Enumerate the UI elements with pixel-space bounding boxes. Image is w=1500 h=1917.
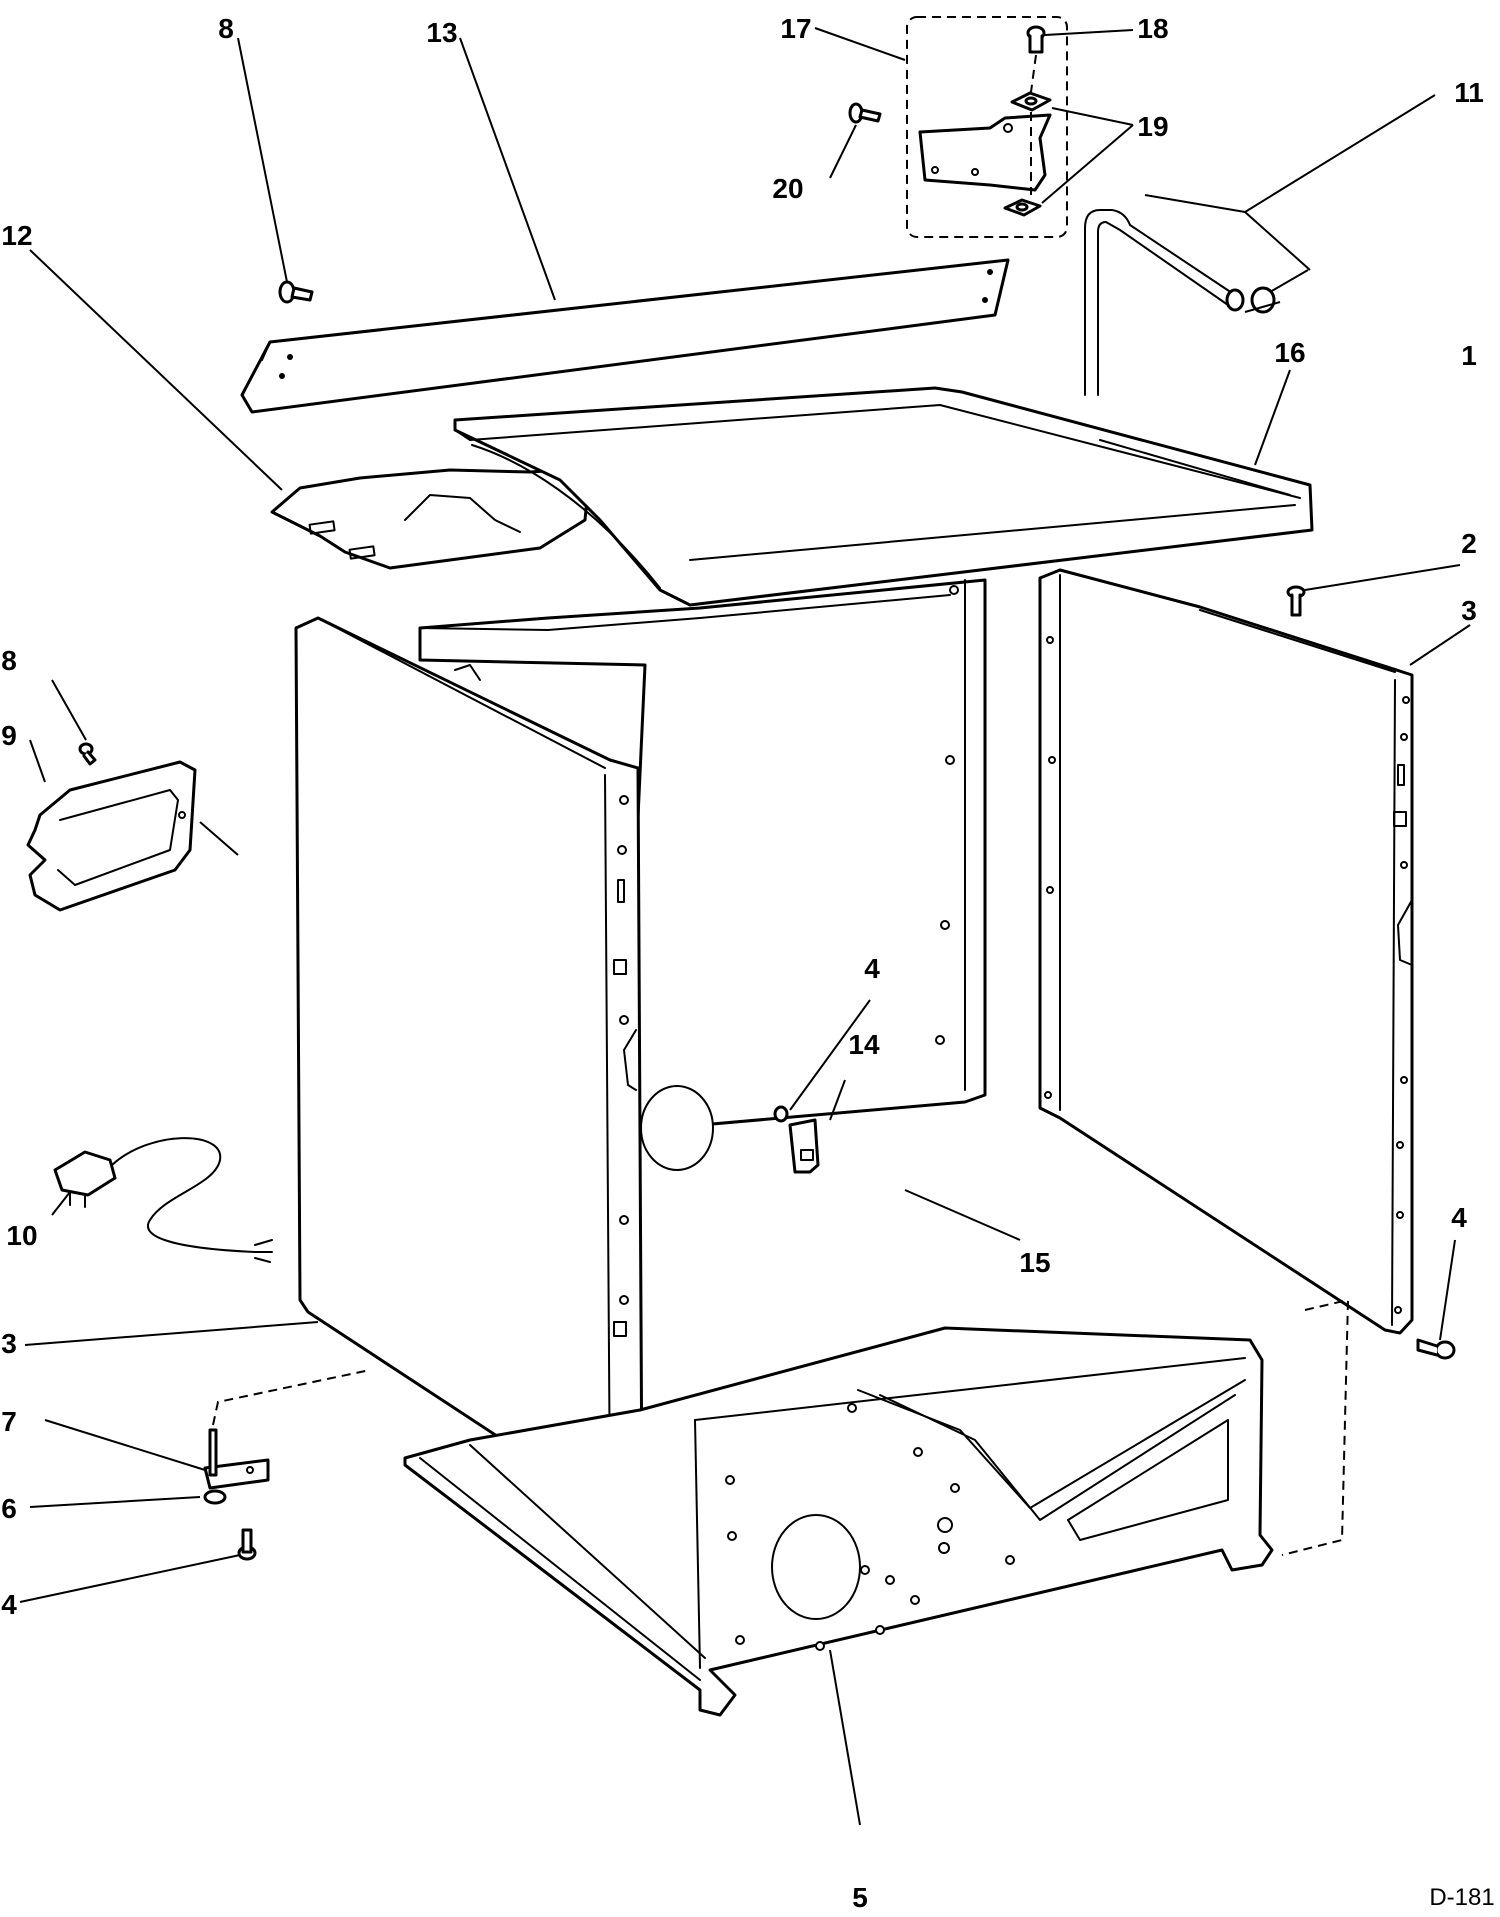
part-4-screw-center	[773, 1105, 789, 1123]
callout-3-right: 3	[1461, 595, 1477, 626]
part-3-right-side-panel	[1038, 568, 1414, 1335]
callout-16: 16	[1274, 337, 1305, 368]
part-4-screw-right	[1416, 1338, 1456, 1360]
part-4-foot-left	[237, 1528, 257, 1561]
callout-13: 13	[426, 17, 457, 48]
callout-14: 14	[848, 1029, 880, 1060]
part-10-power-cord	[53, 1137, 273, 1263]
callout-5: 5	[852, 1882, 868, 1913]
part-3-left-side-panel	[294, 616, 644, 1522]
callout-19: 19	[1137, 111, 1168, 142]
part-18-screw	[1026, 25, 1046, 54]
callout-20: 20	[772, 173, 803, 204]
callout-4-center: 4	[864, 953, 880, 984]
part-17-hinge-bracket	[918, 113, 1052, 192]
callout-8-left: 8	[1, 645, 17, 676]
part-14-latch	[788, 1118, 820, 1174]
part-20-screw	[848, 102, 882, 124]
part-19-washers	[1003, 91, 1052, 217]
callout-8-top: 8	[218, 13, 234, 44]
callout-3-left: 3	[1, 1328, 17, 1359]
callout-18: 18	[1137, 13, 1168, 44]
part-17-hinge-group	[848, 16, 1068, 238]
document-id: D-181	[1429, 1884, 1494, 1911]
part-1-top-panel	[453, 386, 1314, 607]
callout-11: 11	[1454, 77, 1484, 108]
callout-1: 1	[1461, 340, 1477, 371]
callout-15: 15	[1019, 1247, 1050, 1278]
part-9-cover-plate	[26, 760, 197, 912]
callout-9: 9	[1, 720, 17, 751]
callout-10: 10	[6, 1220, 37, 1251]
part-2-screw	[1286, 585, 1306, 617]
part-8-screw-top	[278, 280, 314, 304]
callout-7: 7	[1, 1406, 17, 1437]
part-8-screw-left	[78, 742, 97, 766]
callout-labels: 1 2 3 3 4 4 4 5 6 7 8 8 9 10 11 12 13 14…	[1, 13, 1494, 1913]
part-7-foot-bracket	[203, 1428, 270, 1490]
callout-4-right: 4	[1451, 1202, 1467, 1233]
part-5-base	[403, 1326, 1274, 1717]
callout-6: 6	[1, 1493, 17, 1524]
part-15-rear-panel	[418, 578, 987, 1171]
dashed-mounting-lines	[212, 1298, 1350, 1556]
part-13-front-strip	[240, 258, 1010, 414]
group-17-dashed-outline	[906, 16, 1068, 238]
part-12-rear-top-bracket	[270, 466, 592, 570]
callout-2: 2	[1461, 528, 1477, 559]
callout-4-left: 4	[1, 1589, 17, 1620]
callout-17: 17	[780, 13, 811, 44]
part-11-tube-assembly	[1084, 209, 1245, 396]
leader-lines	[19, 27, 1471, 1826]
callout-12: 12	[1, 220, 32, 251]
part-6-leveling-foot	[203, 1489, 227, 1505]
